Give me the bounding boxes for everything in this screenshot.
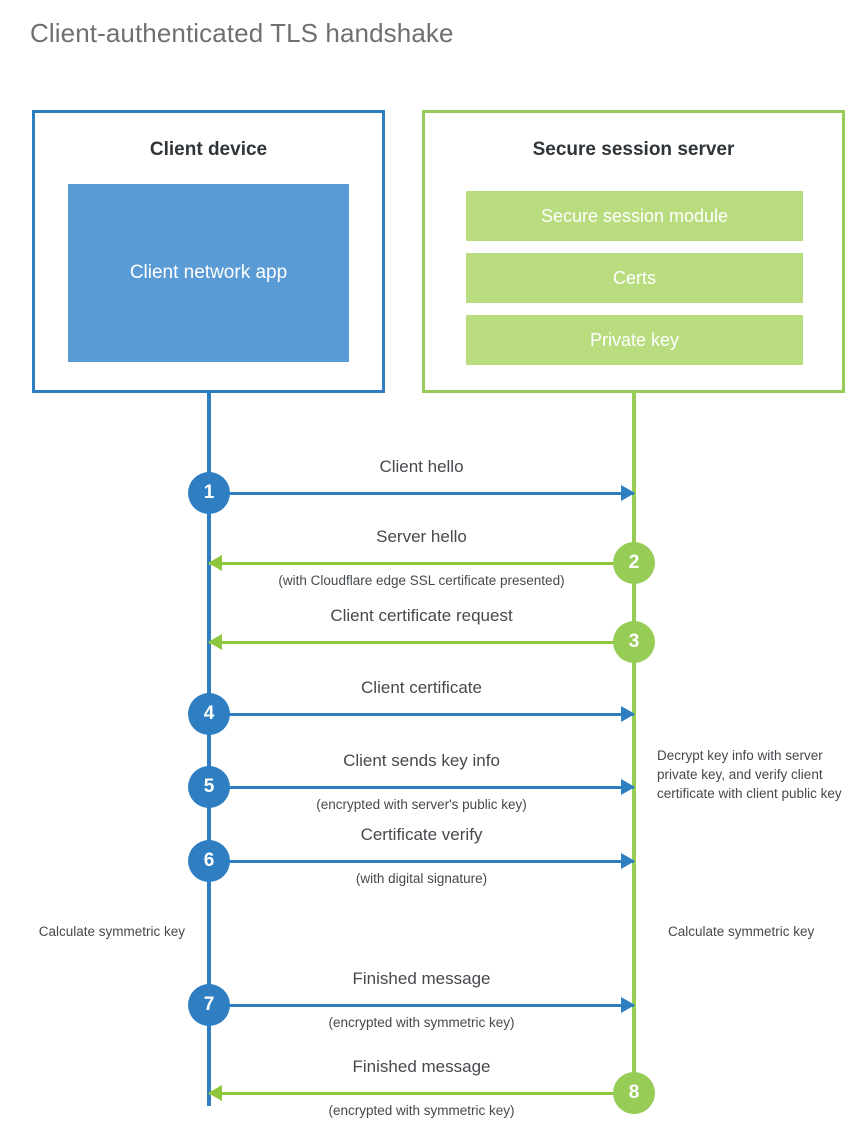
message-label-1: Client hello xyxy=(379,457,464,476)
client-lifeline xyxy=(207,393,211,1106)
client-device-box: Client device Client network app xyxy=(32,110,385,393)
server-component-secure-session-module: Secure session module xyxy=(466,191,803,241)
secure-session-server-box: Secure session server Secure session mod… xyxy=(422,110,845,393)
message-arrow-line-2 xyxy=(209,562,634,565)
step-badge-2: 2 xyxy=(613,542,655,584)
server-component-certs: Certs xyxy=(466,253,803,303)
step-badge-7: 7 xyxy=(188,984,230,1026)
page-title: Client-authenticated TLS handshake xyxy=(30,18,454,48)
step-badge-6: 6 xyxy=(188,840,230,882)
message-label-8: Finished message xyxy=(352,1057,491,1076)
arrow-head-icon-1 xyxy=(621,485,635,501)
arrow-head-icon-3 xyxy=(208,634,222,650)
message-arrow-line-1 xyxy=(209,492,634,495)
message-arrow-line-7 xyxy=(209,1004,634,1007)
step-badge-5: 5 xyxy=(188,766,230,808)
client-device-title: Client device xyxy=(149,139,268,160)
arrow-head-icon-7 xyxy=(621,997,635,1013)
message-sublabel-5: (encrypted with server's public key) xyxy=(316,797,527,812)
note-decrypt-key-info: Decrypt key info with server private key… xyxy=(657,748,842,802)
server-lifeline xyxy=(632,393,636,1093)
message-sublabel-7: (encrypted with symmetric key) xyxy=(328,1015,515,1030)
arrow-head-icon-4 xyxy=(621,706,635,722)
step-badge-1: 1 xyxy=(188,472,230,514)
message-label-6: Certificate verify xyxy=(360,825,483,844)
arrow-head-icon-6 xyxy=(621,853,635,869)
step-badge-3: 3 xyxy=(613,621,655,663)
step-badge-8: 8 xyxy=(613,1072,655,1114)
message-label-7: Finished message xyxy=(352,969,491,988)
note-calculate-symmetric-key-client: Calculate symmetric key xyxy=(38,924,185,939)
message-label-3: Client certificate request xyxy=(330,606,513,625)
message-arrow-line-8 xyxy=(209,1092,634,1095)
arrow-head-icon-8 xyxy=(208,1085,222,1101)
client-network-app-block: Client network app xyxy=(68,184,349,362)
step-badge-4: 4 xyxy=(188,693,230,735)
arrow-head-icon-5 xyxy=(621,779,635,795)
secure-session-server-title: Secure session server xyxy=(532,139,735,160)
message-sublabel-6: (with digital signature) xyxy=(355,871,488,886)
message-arrow-line-5 xyxy=(209,786,634,789)
arrow-head-icon-2 xyxy=(208,555,222,571)
message-arrow-line-6 xyxy=(209,860,634,863)
message-arrow-line-4 xyxy=(209,713,634,716)
message-label-2: Server hello xyxy=(376,527,467,546)
message-arrow-line-3 xyxy=(209,641,634,644)
message-label-4: Client certificate xyxy=(361,678,482,697)
server-component-private-key: Private key xyxy=(466,315,803,365)
message-label-5: Client sends key info xyxy=(343,751,500,770)
note-calculate-symmetric-key-server: Calculate symmetric key xyxy=(668,924,815,939)
message-sublabel-8: (encrypted with symmetric key) xyxy=(328,1103,515,1118)
message-sublabel-2: (with Cloudflare edge SSL certificate pr… xyxy=(278,573,565,588)
